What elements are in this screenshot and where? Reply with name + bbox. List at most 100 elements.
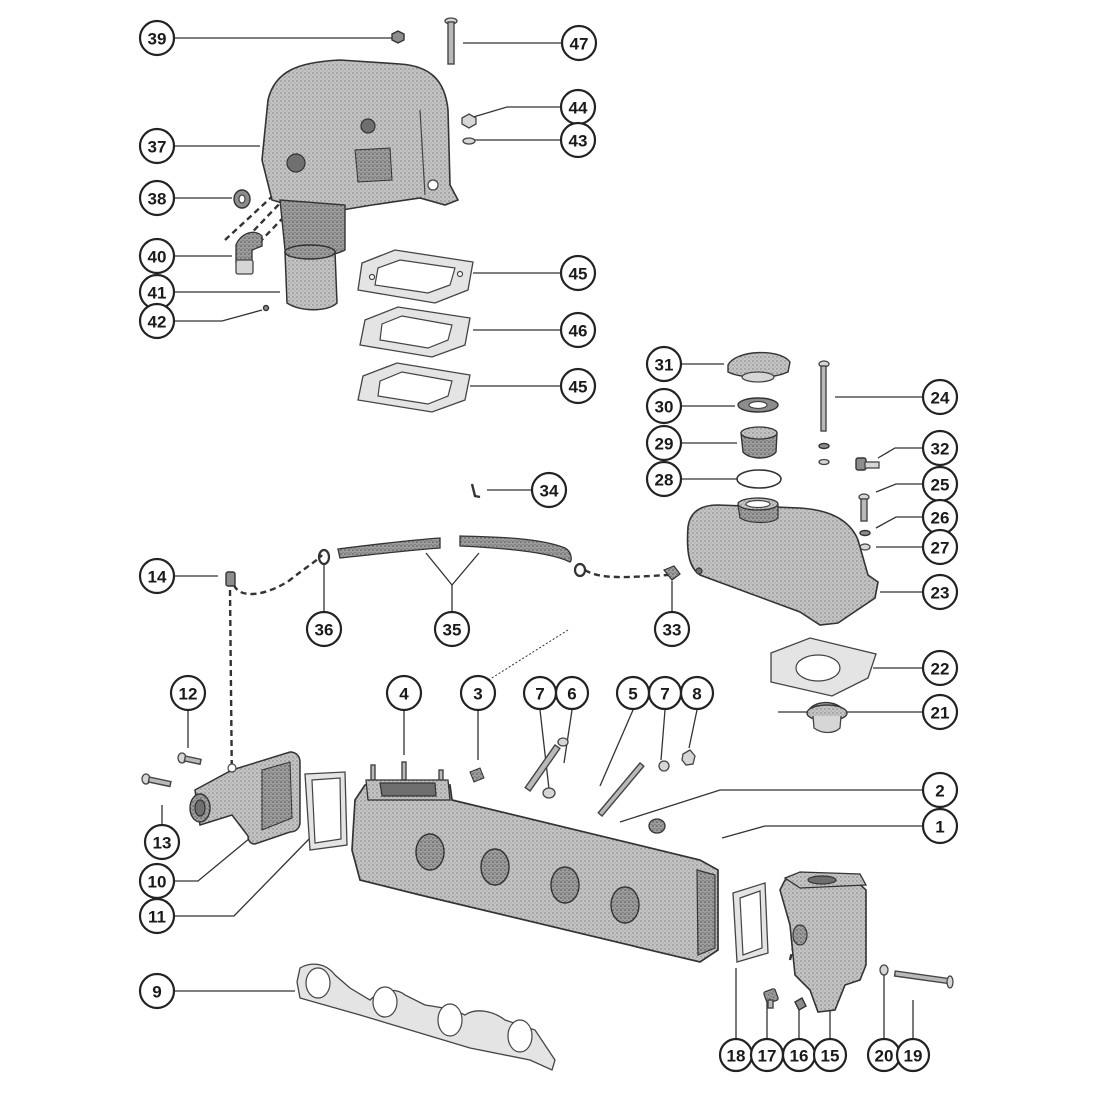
part-3-pipe-plug[interactable] [469, 767, 485, 783]
part-32-fitting[interactable] [855, 457, 880, 471]
part-38-plug[interactable] [233, 189, 251, 209]
part-5-stud-long[interactable] [597, 762, 645, 817]
svg-text:40: 40 [148, 248, 167, 267]
part-20-washer[interactable] [879, 964, 889, 976]
part-1-exhaust-manifold[interactable] [351, 779, 719, 963]
callout-34: 34 [530, 471, 568, 509]
callout-26: 26 [921, 498, 959, 536]
part-6-bolt[interactable] [524, 737, 569, 793]
part-25-screw[interactable] [858, 493, 870, 522]
callout-36: 36 [305, 610, 343, 648]
part-7b-washer[interactable] [658, 760, 670, 772]
svg-text:42: 42 [148, 313, 167, 332]
callout-33: 33 [653, 610, 691, 648]
part-26-lockwasher[interactable] [859, 529, 871, 537]
part-10-end-cap[interactable] [189, 751, 301, 845]
svg-text:41: 41 [148, 284, 167, 303]
part-14-hose-fitting[interactable] [225, 571, 236, 587]
callout-23: 23 [921, 573, 959, 611]
part-39-nut[interactable] [391, 30, 405, 44]
svg-text:2: 2 [935, 782, 944, 801]
svg-text:27: 27 [931, 539, 950, 558]
svg-text:31: 31 [655, 356, 674, 375]
callout-47: 47 [560, 24, 598, 62]
callout-41: 41 [138, 273, 176, 311]
svg-text:34: 34 [540, 482, 559, 501]
part-17-temperature-sender[interactable] [763, 988, 779, 1009]
callout-13: 13 [143, 823, 181, 861]
part-21-thermostat[interactable] [806, 701, 848, 734]
svg-text:45: 45 [569, 378, 588, 397]
callout-19: 19 [895, 1037, 931, 1073]
part-15-thermostat-housing[interactable] [779, 871, 868, 1013]
svg-text:29: 29 [655, 435, 674, 454]
callout-8: 8 [679, 675, 715, 711]
callout-32: 32 [921, 429, 959, 467]
hose-clamp-right[interactable] [573, 562, 587, 578]
svg-text:12: 12 [179, 685, 198, 704]
part-31-pressure-cap[interactable] [727, 351, 791, 383]
svg-text:7: 7 [660, 685, 669, 704]
part-24-stud[interactable] [818, 360, 830, 466]
part-2-plug[interactable] [648, 818, 666, 834]
part-43-washer[interactable] [462, 137, 476, 145]
part-36-hose-clamp[interactable] [317, 548, 331, 566]
part-13-screw[interactable] [141, 773, 172, 788]
callout-16: 16 [781, 1037, 817, 1073]
part-27-washer[interactable] [859, 543, 871, 551]
callout-43: 43 [559, 121, 597, 159]
part-46-spacer-plate[interactable] [359, 306, 471, 358]
svg-text:37: 37 [148, 138, 167, 157]
svg-text:44: 44 [569, 99, 588, 118]
callout-7-left: 7 [522, 675, 558, 711]
part-37-exhaust-elbow[interactable] [261, 59, 460, 257]
part-11-end-cap-gasket[interactable] [304, 771, 348, 851]
svg-text:6: 6 [567, 685, 576, 704]
svg-text:10: 10 [148, 873, 167, 892]
part-40-elbow-fitting[interactable] [235, 231, 263, 275]
part-41-exhaust-sleeve[interactable] [284, 244, 338, 311]
svg-text:33: 33 [663, 621, 682, 640]
part-28-o-ring[interactable] [736, 469, 782, 489]
part-33-fitting[interactable] [663, 565, 681, 581]
part-19-bolt[interactable] [893, 970, 954, 989]
callout-25: 25 [921, 465, 959, 503]
svg-text:28: 28 [655, 471, 674, 490]
callout-12: 12 [169, 674, 207, 712]
svg-text:39: 39 [148, 30, 167, 49]
part-16-drain-plug[interactable] [794, 997, 807, 1011]
part-18-housing-gasket[interactable] [732, 882, 769, 963]
svg-text:4: 4 [399, 685, 409, 704]
part-34-clip[interactable] [470, 483, 481, 499]
callout-15: 15 [812, 1037, 848, 1073]
callout-27: 27 [921, 528, 959, 566]
svg-text:11: 11 [148, 908, 166, 927]
part-23-reservoir-tank[interactable] [686, 497, 879, 626]
callout-6: 6 [554, 675, 590, 711]
callout-29: 29 [645, 424, 683, 462]
part-29-filler-neck[interactable] [740, 426, 778, 459]
part-42-setscrew[interactable] [262, 304, 270, 312]
callout-28: 28 [645, 460, 683, 498]
svg-text:22: 22 [931, 660, 950, 679]
callout-42: 42 [138, 302, 176, 340]
callout-22: 22 [921, 649, 959, 687]
callout-45-bottom: 45 [559, 367, 597, 405]
part-9-manifold-gasket[interactable] [296, 963, 556, 1071]
svg-text:17: 17 [758, 1047, 777, 1066]
part-44-nut[interactable] [461, 113, 477, 129]
callout-45-top: 45 [559, 254, 597, 292]
part-7-washer[interactable] [542, 787, 556, 799]
part-35-hose[interactable] [337, 535, 572, 563]
callout-1: 1 [921, 807, 959, 845]
part-8-nut[interactable] [681, 749, 696, 766]
callout-21: 21 [921, 693, 959, 731]
part-22-thermostat-gasket[interactable] [770, 637, 877, 697]
part-12-screw[interactable] [177, 752, 202, 766]
part-47-stud[interactable] [444, 17, 458, 65]
part-45-elbow-gasket[interactable] [357, 249, 474, 304]
callout-10: 10 [138, 862, 176, 900]
part-45b-elbow-gasket[interactable] [357, 362, 471, 413]
svg-text:14: 14 [148, 568, 167, 587]
part-30-gasket[interactable] [737, 397, 779, 413]
